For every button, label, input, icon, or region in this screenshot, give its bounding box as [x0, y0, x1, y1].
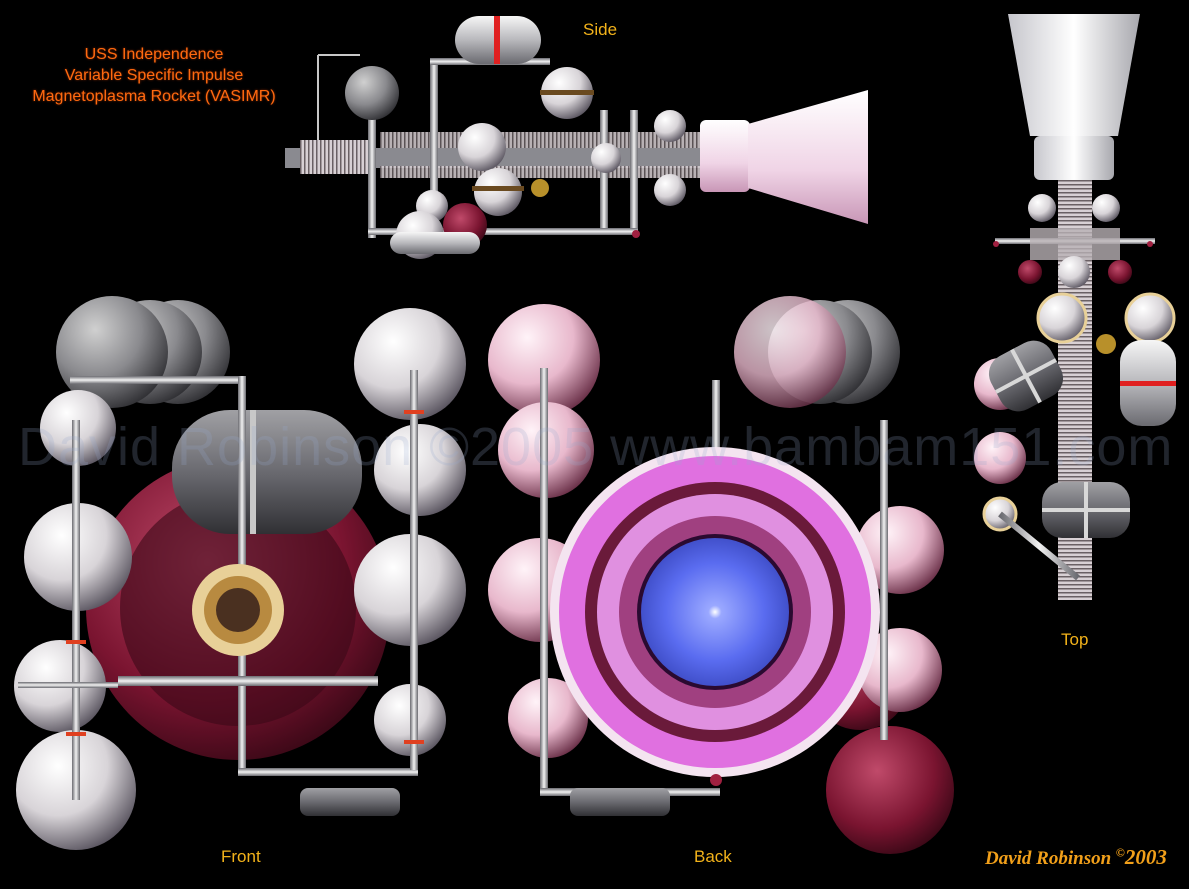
top-view — [974, 14, 1176, 600]
label-top: Top — [1061, 630, 1089, 649]
label-front: Front — [221, 847, 261, 866]
diagram-title: USS Independence Variable Specific Impul… — [6, 44, 302, 107]
label-back: Back — [694, 847, 732, 866]
title-line-1: USS Independence — [84, 46, 224, 63]
artist-signature: David Robinson ©2003 — [985, 845, 1167, 870]
signature-name: David Robinson — [985, 848, 1112, 869]
side-view — [285, 16, 868, 259]
front-view — [14, 296, 466, 850]
title-line-3: Magnetoplasma Rocket (VASIMR) — [32, 88, 276, 105]
signature-year: 2003 — [1124, 845, 1167, 869]
signature-symbol: © — [1115, 845, 1125, 860]
label-side: Side — [583, 20, 618, 39]
back-view — [488, 296, 954, 854]
title-line-2: Variable Specific Impulse — [64, 67, 244, 84]
